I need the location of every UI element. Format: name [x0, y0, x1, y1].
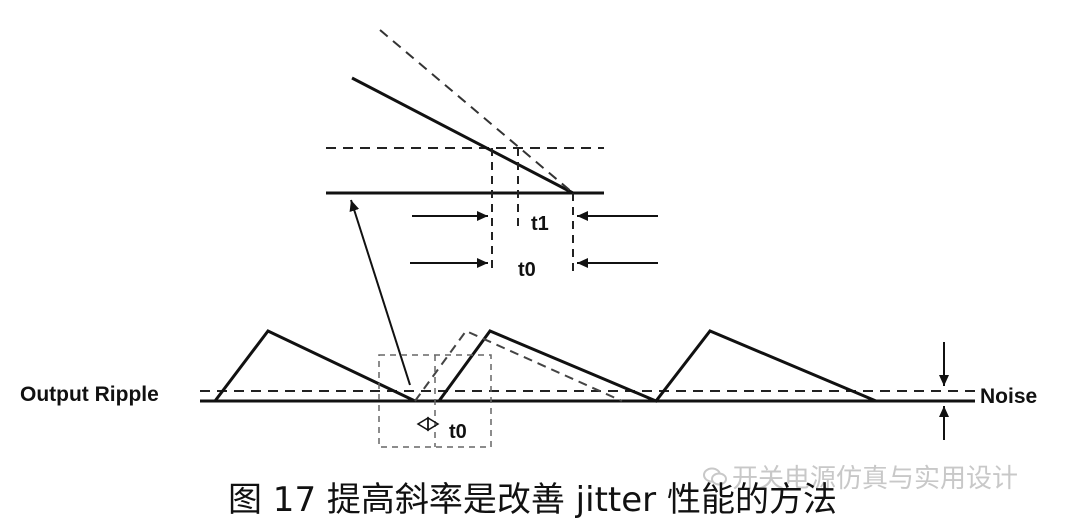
output-ripple-label: Output Ripple — [20, 383, 159, 406]
ripple-shifted-dashed — [414, 329, 623, 402]
watermark: 开关电源仿真与实用设计 — [702, 458, 1018, 495]
figure-caption: 图 17 提高斜率是改善 jitter 性能的方法 — [228, 480, 837, 520]
t1-label: t1 — [531, 213, 549, 235]
t0-small-arrow-left — [416, 416, 429, 432]
t0-label-top: t0 — [518, 259, 536, 281]
noise-label: Noise — [980, 385, 1037, 408]
zoom-solid-slope — [351, 76, 574, 195]
ripple-waveform — [213, 329, 877, 403]
watermark-text: 开关电源仿真与实用设计 — [732, 464, 1019, 494]
zoom-dashed-slope — [379, 29, 574, 194]
t0-label-bottom: t0 — [449, 421, 467, 443]
wechat-icon — [703, 467, 727, 486]
zoom-pointer-arrow — [349, 199, 411, 386]
t0-small-arrow-right — [427, 416, 440, 432]
